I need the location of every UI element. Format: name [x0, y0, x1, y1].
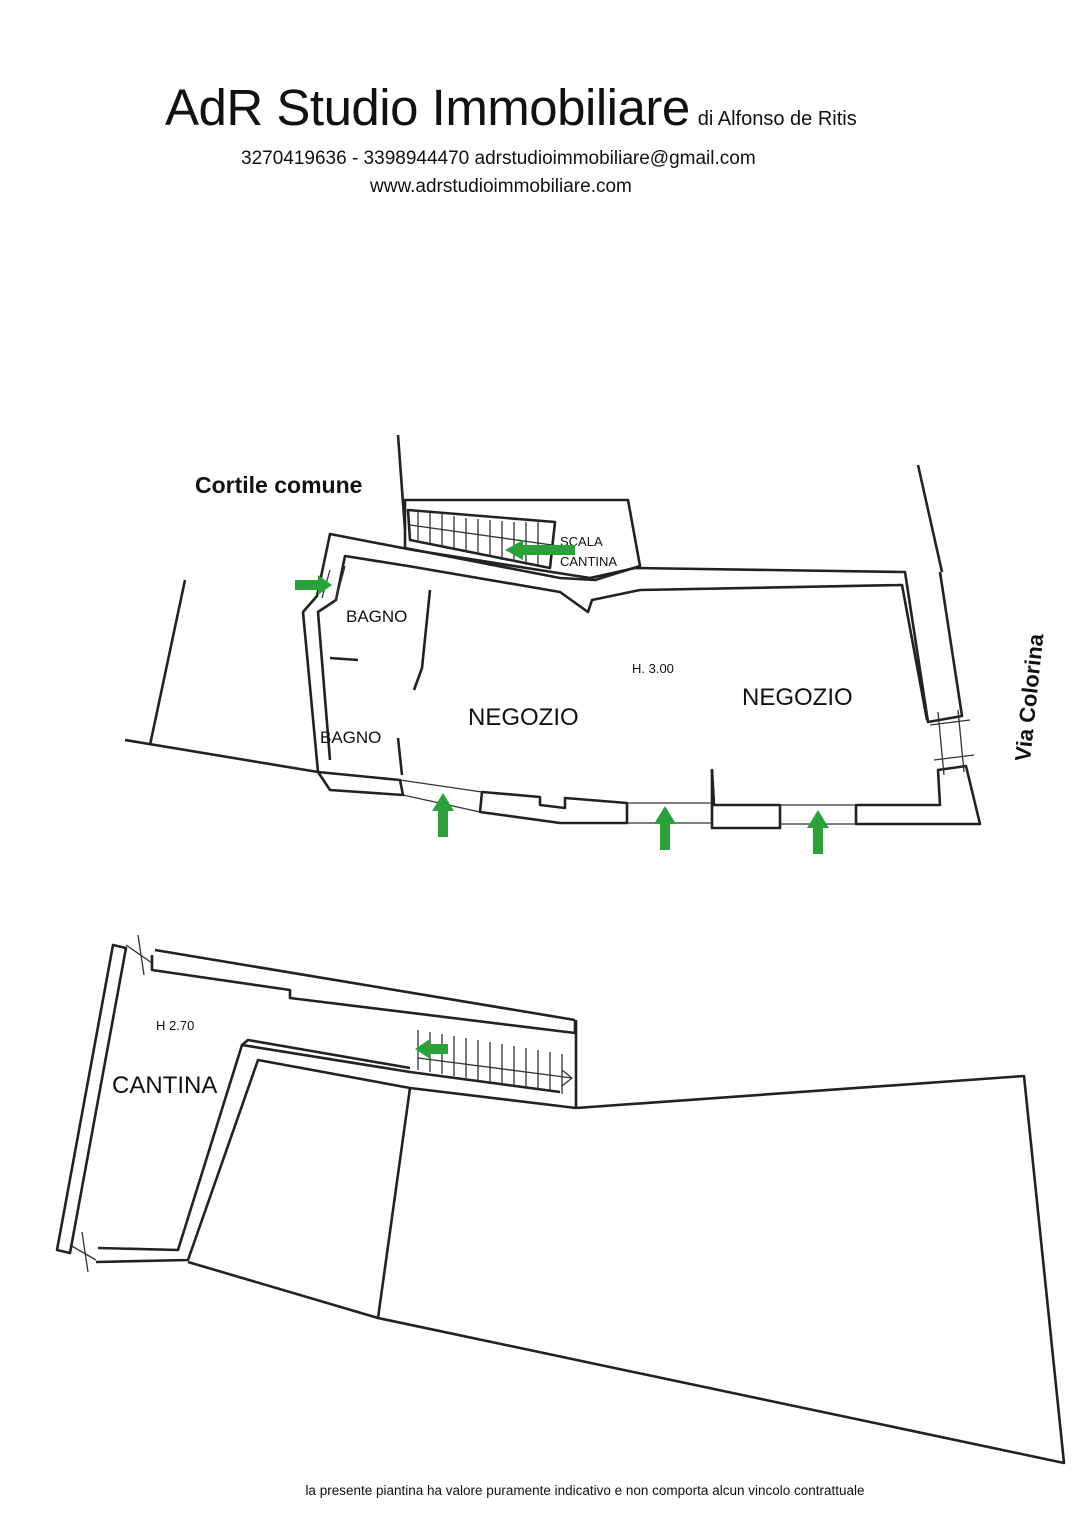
- stair-label-line-2: CANTINA: [560, 554, 617, 569]
- contact-line: 3270419636 - 3398944470 adrstudioimmobil…: [241, 148, 756, 169]
- shop-label-right: NEGOZIO: [742, 684, 853, 711]
- cellar-left-wall: [55, 943, 128, 1255]
- front-wall-mid: [478, 790, 629, 825]
- courtyard-label: Cortile comune: [195, 472, 362, 498]
- cellar-inner-wall: [95, 1058, 577, 1264]
- street-label: Via Colorina: [1010, 632, 1048, 763]
- front-wall-right: [710, 768, 782, 830]
- bath-entrance-arrow-icon: [295, 575, 332, 595]
- stair-to-cellar: [403, 498, 642, 582]
- street-side-wall-line: [916, 464, 944, 573]
- stair-direction-arrow-icon: [415, 1039, 448, 1059]
- website-line: www.adrstudioimmobiliare.com: [370, 176, 632, 197]
- inner-wall: [316, 554, 929, 761]
- header: AdR Studio Immobiliare di Alfonso de Riti…: [0, 0, 1086, 210]
- entrance-arrow-icon: [654, 806, 676, 850]
- entrance-arrow-icon: [432, 793, 454, 837]
- ground-floor-plan: Cortile comune SCALA CANTINA BAGNO BAGNO…: [124, 434, 1048, 854]
- brand-title: AdR Studio Immobiliare di Alfonso de Riti…: [165, 80, 857, 147]
- neighbor-wall-line: [148, 579, 187, 746]
- shop-label-left: NEGOZIO: [468, 704, 579, 731]
- bath-label-bottom: BAGNO: [320, 728, 381, 747]
- brand-name: AdR Studio Immobiliare: [165, 79, 690, 136]
- cellar-height-label: H 2.70: [156, 1018, 194, 1033]
- brand-subtitle: di Alfonso de Ritis: [697, 108, 857, 130]
- entrance-arrow-icon: [807, 810, 829, 854]
- disclaimer: la presente piantina ha valore puramente…: [305, 1483, 865, 1498]
- neighbor-boundary-line: [124, 738, 319, 774]
- cellar-label: CANTINA: [112, 1072, 217, 1099]
- bath-label-top: BAGNO: [346, 607, 407, 626]
- cellar-top-wall: [150, 955, 577, 1035]
- basement-plan: H 2.70 CANTINA: [55, 934, 1066, 1465]
- stair-direction-arrow-icon: [505, 540, 575, 560]
- ceiling-height-label: H. 3.00: [632, 661, 674, 676]
- bath-partition: [412, 589, 432, 691]
- front-wall-corner: [854, 764, 982, 826]
- outer-wall: [301, 532, 964, 773]
- front-wall-left: [316, 770, 405, 797]
- cellar-outer-wall: [187, 1020, 1066, 1465]
